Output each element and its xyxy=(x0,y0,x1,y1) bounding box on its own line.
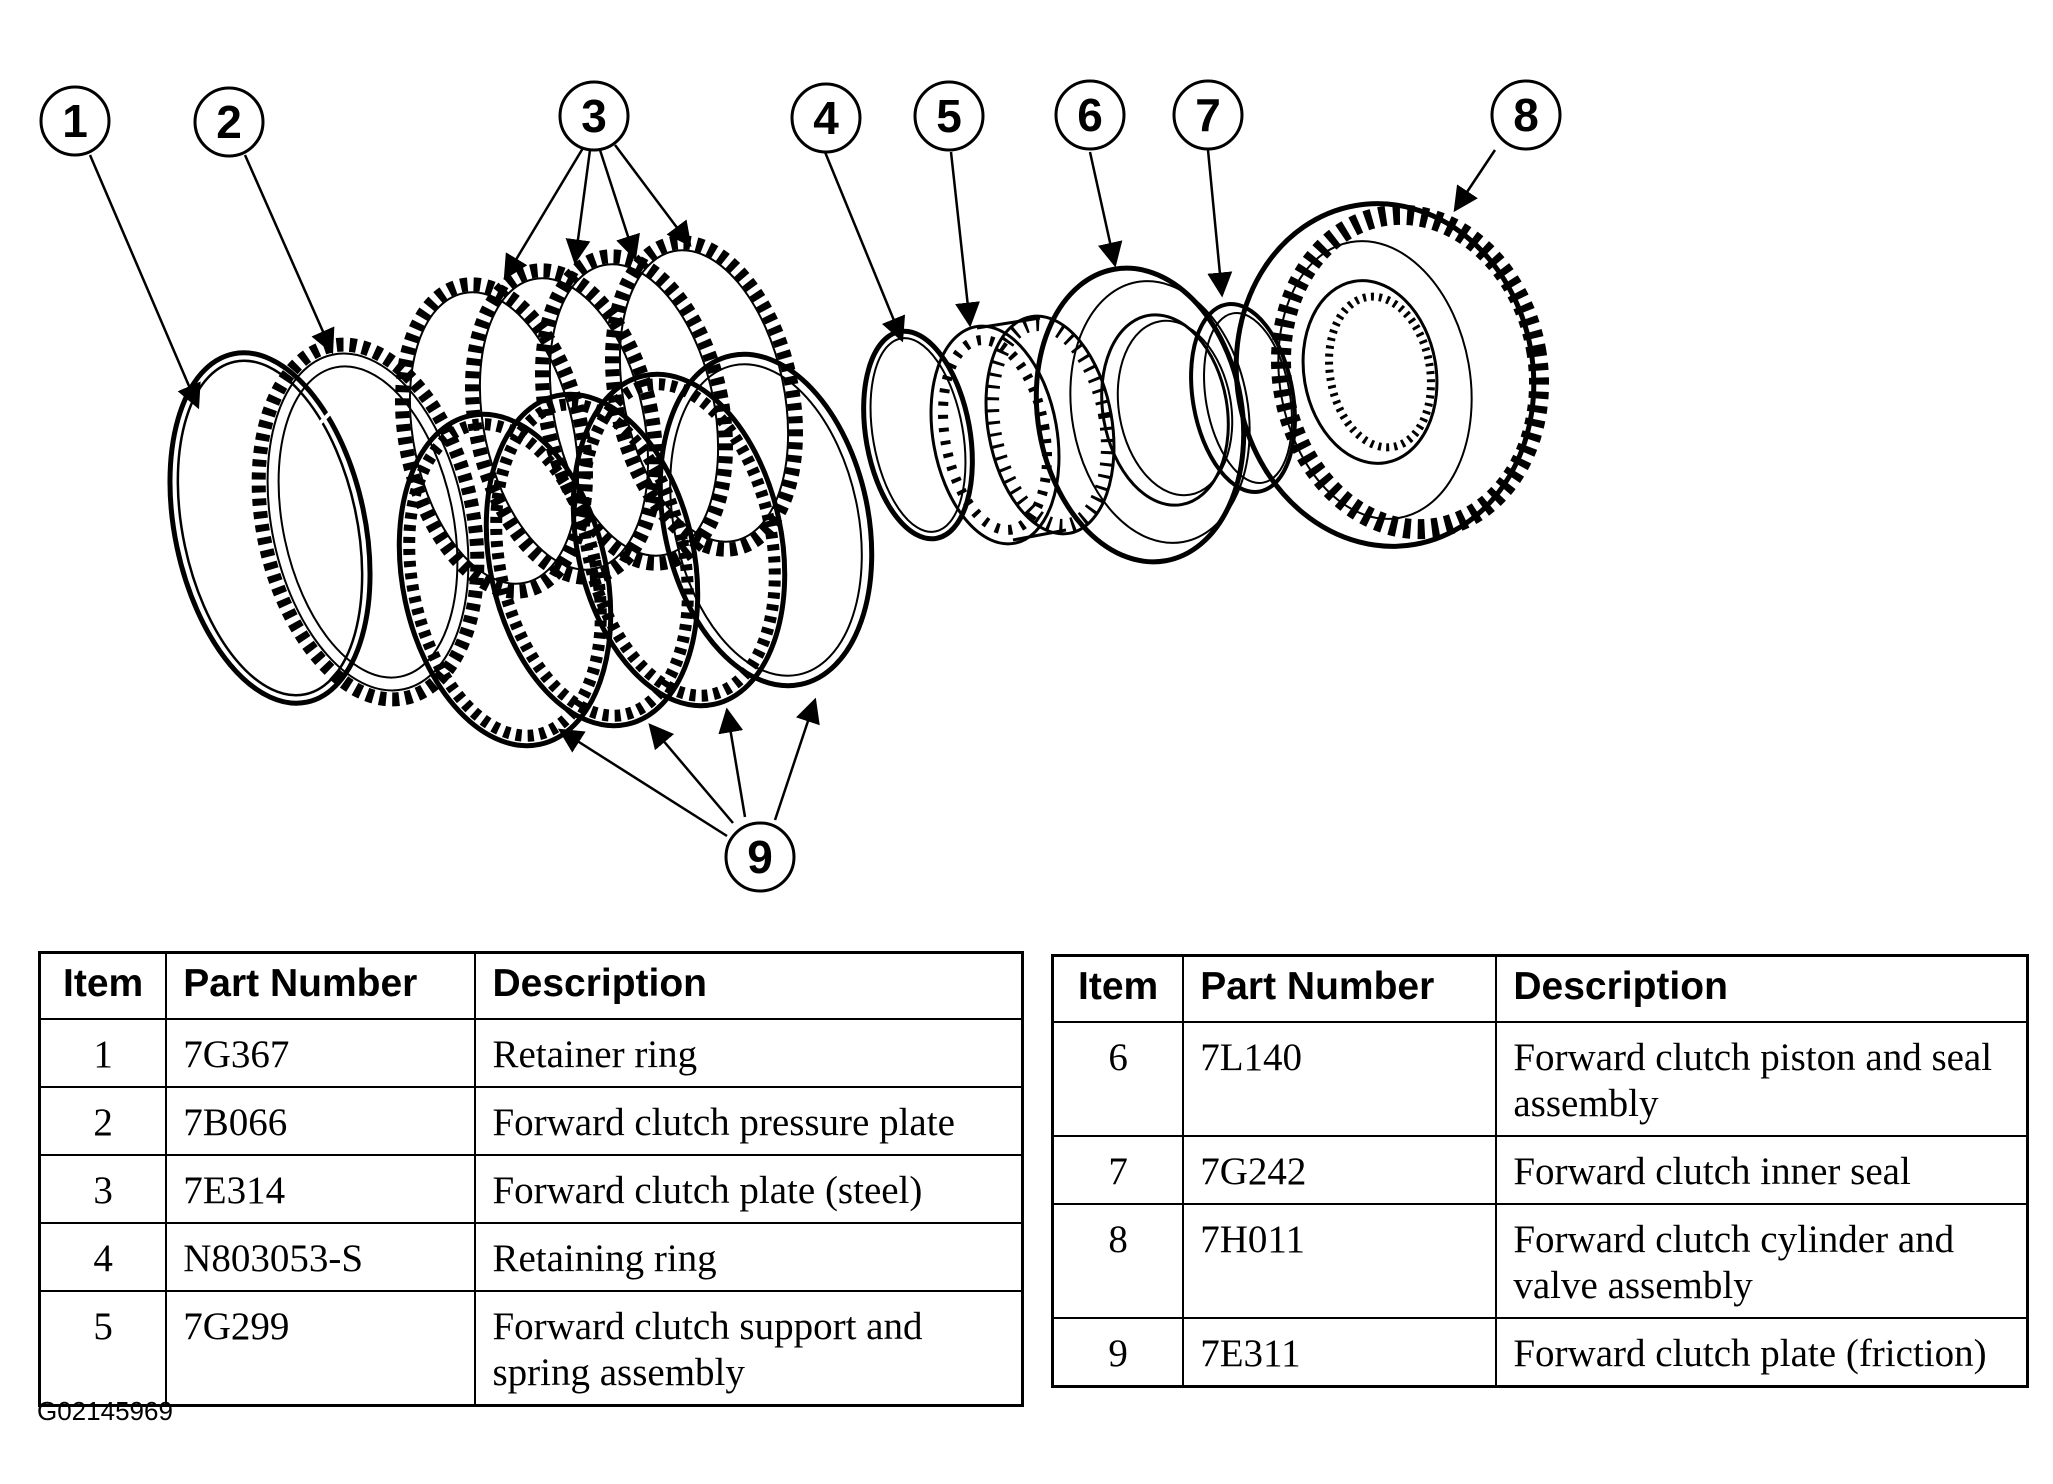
figure-id: G02145969 xyxy=(37,1396,173,1426)
table-row: 6 7L140 Forward clutch piston and seal a… xyxy=(1051,1021,2029,1137)
table-row: 7 7G242 Forward clutch inner seal xyxy=(1051,1135,2029,1205)
table-row: 8 7H011 Forward clutch cylinder and valv… xyxy=(1051,1203,2029,1319)
callout-label: 8 xyxy=(1513,89,1539,141)
table-row: 2 7B066 Forward clutch pressure plate xyxy=(38,1086,1024,1156)
callout-4: 4 xyxy=(790,82,862,154)
table-row: 5 7G299 Forward clutch support and sprin… xyxy=(38,1290,1024,1407)
item-cell: 8 xyxy=(1051,1203,1185,1319)
friction-plates-part xyxy=(396,351,875,749)
callout-5: 5 xyxy=(913,80,985,152)
description-cell: Forward clutch inner seal xyxy=(1495,1135,2029,1205)
part-number-cell: 7E311 xyxy=(1182,1317,1498,1388)
description-cell: Forward clutch pressure plate xyxy=(474,1086,1024,1156)
part-number-cell: N803053-S xyxy=(165,1222,477,1292)
callout-3: 3 xyxy=(558,80,630,152)
description-cell: Forward clutch support and spring assemb… xyxy=(474,1290,1024,1407)
callout-8: 8 xyxy=(1490,79,1562,151)
description-cell: Forward clutch cylinder and valve assemb… xyxy=(1495,1203,2029,1319)
callout-label: 4 xyxy=(813,92,839,144)
callout-label: 1 xyxy=(62,95,88,147)
part-number-cell: 7L140 xyxy=(1182,1021,1498,1137)
part-number-cell: 7B066 xyxy=(165,1086,477,1156)
item-cell: 3 xyxy=(38,1154,168,1224)
callout-label: 6 xyxy=(1077,89,1103,141)
cylinder-valve-part xyxy=(1233,201,1550,549)
header-description: Description xyxy=(1495,954,2029,1023)
table-row: 1 7G367 Retainer ring xyxy=(38,1018,1024,1088)
retainer-ring-part xyxy=(167,350,373,706)
header-description: Description xyxy=(474,951,1024,1020)
callout-7: 7 xyxy=(1172,79,1244,151)
table-row: 3 7E314 Forward clutch plate (steel) xyxy=(38,1154,1024,1224)
part-number-cell: 7E314 xyxy=(165,1154,477,1224)
parts-table-right: Item Part Number Description 6 7L140 For… xyxy=(1051,954,2029,1388)
table-row: 9 7E311 Forward clutch plate (friction) xyxy=(1051,1317,2029,1388)
table-header-row: Item Part Number Description xyxy=(1051,954,2029,1023)
part-number-cell: 7G367 xyxy=(165,1018,477,1088)
callout-label: 5 xyxy=(936,90,962,142)
header-item: Item xyxy=(38,951,168,1020)
description-cell: Forward clutch plate (steel) xyxy=(474,1154,1024,1224)
piston-seal-part xyxy=(1033,265,1251,565)
item-cell: 5 xyxy=(38,1290,168,1407)
parts-table-left: Item Part Number Description 1 7G367 Ret… xyxy=(38,951,1024,1407)
callout-1: 1 xyxy=(39,85,111,157)
item-cell: 9 xyxy=(1051,1317,1185,1388)
item-cell: 4 xyxy=(38,1222,168,1292)
header-item: Item xyxy=(1051,954,1185,1023)
description-cell: Retainer ring xyxy=(474,1018,1024,1088)
header-part-number: Part Number xyxy=(165,951,477,1020)
callout-label: 2 xyxy=(216,96,242,148)
description-cell: Forward clutch plate (friction) xyxy=(1495,1317,2029,1388)
callout-6: 6 xyxy=(1054,79,1126,151)
exploded-view-diagram: 1 2 3 4 5 6 7 8 9 xyxy=(39,79,1562,893)
leader-lines xyxy=(88,144,1497,838)
item-cell: 7 xyxy=(1051,1135,1185,1205)
callout-label: 3 xyxy=(581,90,607,142)
item-cell: 6 xyxy=(1051,1021,1185,1137)
header-part-number: Part Number xyxy=(1182,954,1498,1023)
item-cell: 2 xyxy=(38,1086,168,1156)
part-number-cell: 7H011 xyxy=(1182,1203,1498,1319)
description-cell: Forward clutch piston and seal assembly xyxy=(1495,1021,2029,1137)
description-cell: Retaining ring xyxy=(474,1222,1024,1292)
callout-label: 9 xyxy=(747,831,773,883)
part-number-cell: 7G242 xyxy=(1182,1135,1498,1205)
table-row: 4 N803053-S Retaining ring xyxy=(38,1222,1024,1292)
callout-9: 9 xyxy=(724,821,796,893)
callout-label: 7 xyxy=(1195,89,1221,141)
support-spring-assembly-part xyxy=(929,314,1116,546)
part-number-cell: 7G299 xyxy=(165,1290,477,1407)
table-header-row: Item Part Number Description xyxy=(38,951,1024,1020)
item-cell: 1 xyxy=(38,1018,168,1088)
callout-2: 2 xyxy=(193,86,265,158)
